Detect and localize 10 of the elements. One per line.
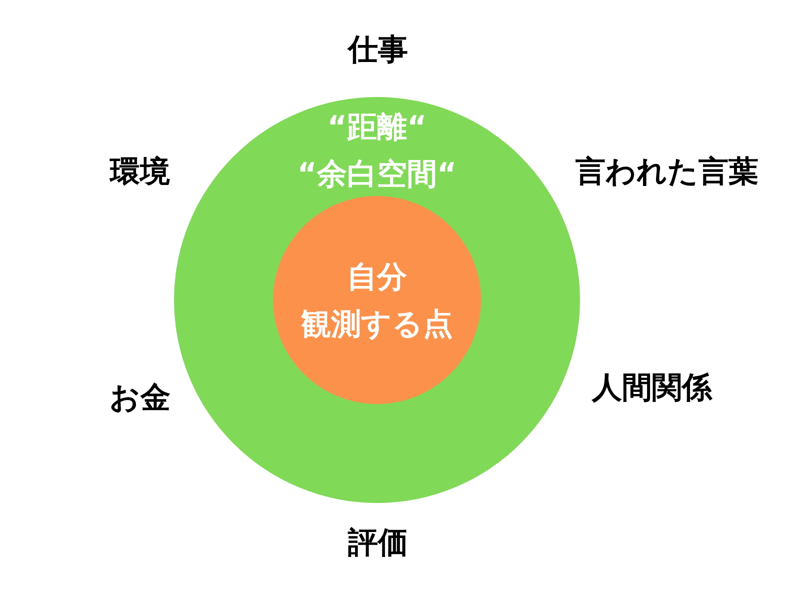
topic-label: 言われた言葉 [576,154,758,192]
topic-label: 仕事 [348,32,408,70]
topic-label: 環境 [110,154,170,192]
circle-text: “距離“ [326,110,428,146]
circle-text: “余白空間“ [296,157,458,193]
topic-label: 人間関係 [592,370,712,408]
circle-text: 自分 [346,260,408,296]
topic-label: 評価 [348,524,408,562]
topic-label: お金 [110,380,170,418]
circle-text: 観測する点 [300,307,454,343]
